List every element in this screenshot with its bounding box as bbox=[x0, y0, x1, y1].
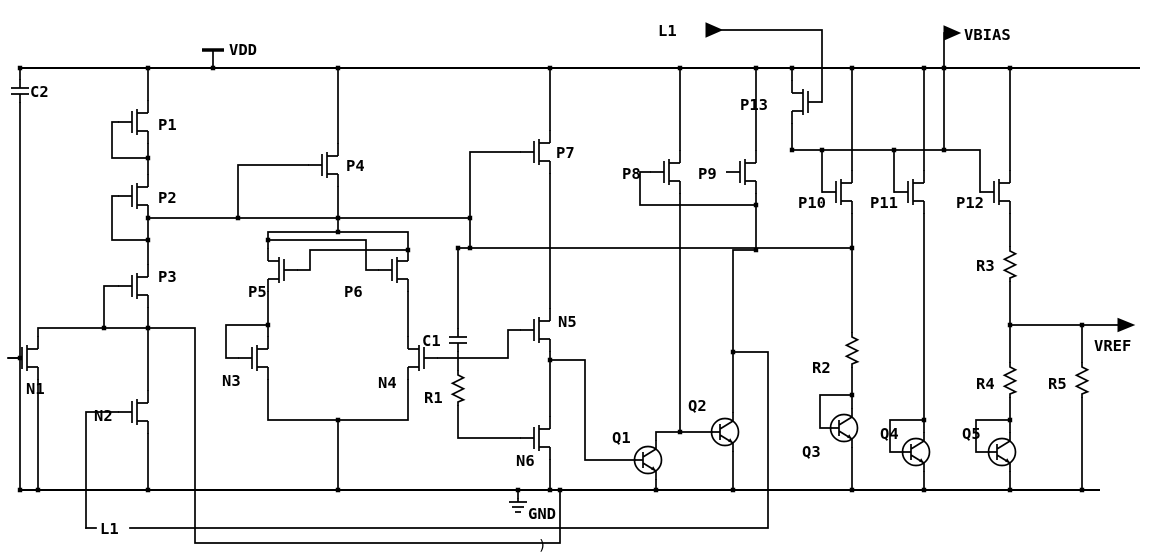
bjt-Q2 bbox=[710, 411, 740, 453]
mosfet-P8 bbox=[649, 149, 681, 195]
label-gnd: GND bbox=[528, 505, 556, 523]
label-P11: P11 bbox=[870, 194, 898, 212]
resistor-R2 bbox=[845, 331, 859, 369]
label-P8: P8 bbox=[622, 165, 641, 183]
label-P4: P4 bbox=[346, 157, 365, 175]
label-R3: R3 bbox=[976, 257, 995, 275]
label-Q4: Q4 bbox=[880, 425, 899, 443]
mosfet-N3 bbox=[237, 335, 269, 381]
label-R2: R2 bbox=[812, 359, 831, 377]
label-Q1: Q1 bbox=[612, 429, 631, 447]
resistor-R4 bbox=[1003, 361, 1017, 399]
mosfet-P6 bbox=[377, 247, 409, 293]
ground-symbol-icon bbox=[508, 497, 528, 513]
mosfet-P9 bbox=[725, 149, 757, 195]
label-N1: N1 bbox=[26, 380, 45, 398]
label-P1: P1 bbox=[158, 116, 177, 134]
label-P3: P3 bbox=[158, 268, 177, 286]
vref-arrow-icon bbox=[1117, 317, 1136, 333]
label-P10: P10 bbox=[798, 194, 826, 212]
label-N4: N4 bbox=[378, 374, 397, 392]
bjt-Q3 bbox=[829, 407, 859, 449]
wires-right-section bbox=[85, 29, 1119, 529]
mosfet-P13 bbox=[791, 79, 823, 125]
label-P2: P2 bbox=[158, 189, 177, 207]
label-P7: P7 bbox=[556, 144, 575, 162]
label-N3: N3 bbox=[222, 372, 241, 390]
label-P9: P9 bbox=[698, 165, 717, 183]
label-Q3: Q3 bbox=[802, 443, 821, 461]
label-P6: P6 bbox=[344, 283, 363, 301]
capacitor-C1 bbox=[448, 327, 468, 353]
mosfet-P1 bbox=[117, 99, 149, 145]
mosfet-N1 bbox=[7, 335, 39, 381]
mosfet-P2 bbox=[117, 173, 149, 219]
caption-mark: ) bbox=[538, 538, 546, 554]
bjt-Q1 bbox=[633, 439, 663, 481]
mosfet-P5 bbox=[267, 247, 299, 293]
label-C1: C1 bbox=[422, 332, 441, 350]
mosfet-P11 bbox=[893, 169, 925, 215]
label-vbias: VBIAS bbox=[964, 26, 1011, 44]
mosfet-N2 bbox=[117, 389, 149, 435]
mosfet-P3 bbox=[117, 263, 149, 309]
label-C2: C2 bbox=[30, 83, 49, 101]
resistor-R5 bbox=[1075, 361, 1089, 399]
mosfet-P4 bbox=[307, 142, 339, 188]
vbias-arrow-icon bbox=[943, 25, 962, 41]
capacitor-C2 bbox=[10, 78, 30, 104]
mosfet-P10 bbox=[821, 169, 853, 215]
mosfet-P12 bbox=[979, 169, 1011, 215]
mosfet-N5 bbox=[519, 307, 551, 353]
bjt-Q4 bbox=[901, 431, 931, 473]
label-N5: N5 bbox=[558, 313, 577, 331]
wires-left-section bbox=[7, 49, 561, 544]
mosfet-P7 bbox=[519, 129, 551, 175]
label-N6: N6 bbox=[516, 452, 535, 470]
resistor-R3 bbox=[1003, 245, 1017, 283]
resistor-R1 bbox=[451, 369, 465, 407]
label-P13: P13 bbox=[740, 96, 768, 114]
label-vdd: VDD bbox=[229, 41, 257, 59]
label-P12: P12 bbox=[956, 194, 984, 212]
bjt-Q5 bbox=[987, 431, 1017, 473]
label-P5: P5 bbox=[248, 283, 267, 301]
label-Q5: Q5 bbox=[962, 425, 981, 443]
label-l1-top: L1 bbox=[658, 22, 677, 40]
label-R4: R4 bbox=[976, 375, 995, 393]
label-N2: N2 bbox=[94, 407, 113, 425]
l1-arrow-icon bbox=[705, 22, 724, 38]
label-vref: VREF bbox=[1094, 337, 1131, 355]
label-R5: R5 bbox=[1048, 375, 1067, 393]
label-l1-bottom: L1 bbox=[100, 520, 119, 538]
label-Q2: Q2 bbox=[688, 397, 707, 415]
label-R1: R1 bbox=[424, 389, 443, 407]
